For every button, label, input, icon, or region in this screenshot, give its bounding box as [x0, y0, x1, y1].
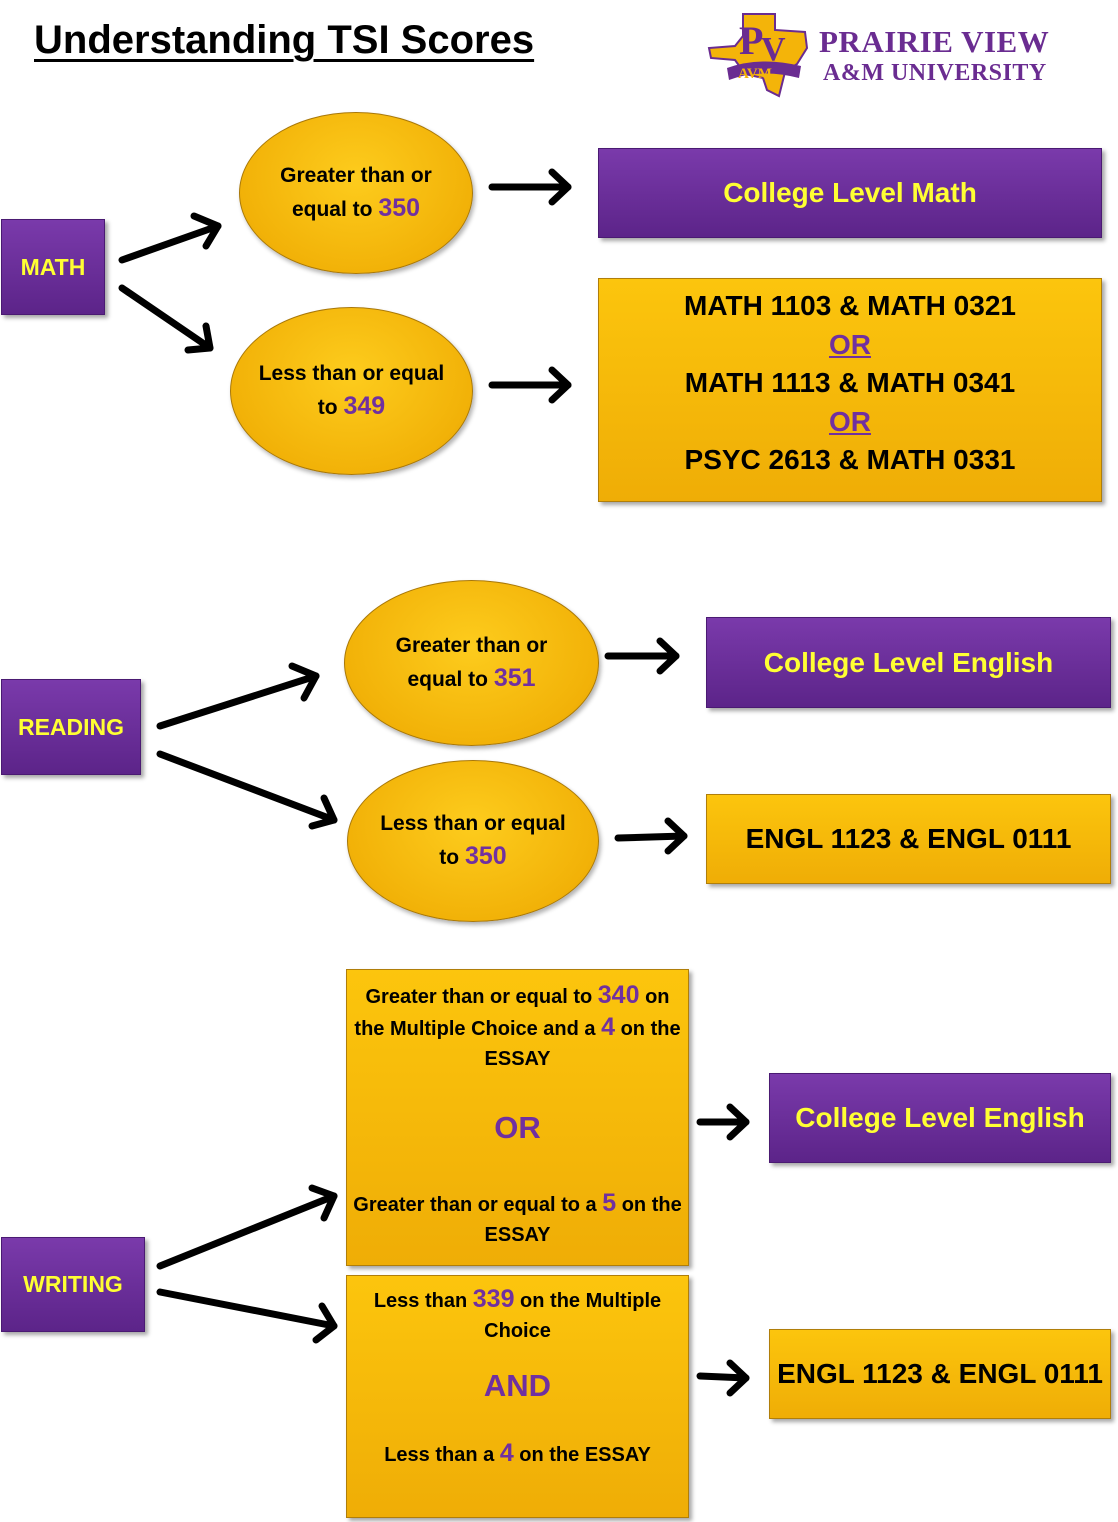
writing-low-condition-a: Less than 339 on the Multiple Choice — [373, 1285, 662, 1342]
writing-high-condition-a: Greater than or equal to 340 on the Mult… — [354, 981, 681, 1070]
math-label-box: MATH — [1, 219, 105, 315]
arrow-math-high — [118, 212, 222, 264]
math-low-ellipse: Less than or equal to 349 — [230, 307, 473, 475]
math-or-1: OR — [829, 328, 871, 360]
university-logo: P V AVM PRAIRIE VIEW A&M UNIVERSITY — [705, 8, 1065, 104]
math-or-2: OR — [829, 405, 871, 437]
page-title: Understanding TSI Scores — [34, 18, 535, 62]
math-label: MATH — [20, 253, 86, 280]
math-high-result: College Level Math — [723, 177, 977, 208]
logo-name-line2: A&M UNIVERSITY — [823, 60, 1047, 86]
reading-high-result: College Level English — [763, 646, 1054, 678]
writing-label-box: WRITING — [1, 1237, 145, 1332]
reading-low-text: Less than or equal to — [380, 812, 566, 869]
arrow-writing-low — [156, 1288, 338, 1344]
math-high-score: 350 — [378, 194, 421, 222]
logo-name-line1: PRAIRIE VIEW — [819, 24, 1050, 59]
writing-label: WRITING — [23, 1271, 123, 1297]
writing-high-essay-score-a: 4 — [601, 1013, 616, 1041]
svg-text:AVM: AVM — [738, 66, 772, 82]
arrow-math-low — [118, 284, 214, 354]
writing-high-result-box: College Level English — [769, 1073, 1111, 1163]
reading-high-result-box: College Level English — [706, 617, 1111, 708]
pvamu-seal-icon: P V AVM — [707, 13, 809, 98]
reading-low-result: ENGL 1123 & ENGL 0111 — [745, 823, 1072, 854]
arrow-reading-low-result — [614, 817, 688, 855]
math-low-result-box: MATH 1103 & MATH 0321 OR MATH 1113 & MAT… — [598, 278, 1102, 502]
arrow-math-high-result — [488, 168, 572, 206]
reading-low-result-box: ENGL 1123 & ENGL 0111 — [706, 794, 1111, 884]
writing-low-result: ENGL 1123 & ENGL 0111 — [777, 1358, 1103, 1389]
math-high-ellipse: Greater than or equal to 350 — [239, 112, 473, 274]
writing-low-mc-score: 339 — [472, 1285, 515, 1313]
writing-low-and: AND — [483, 1368, 552, 1403]
reading-high-score: 351 — [493, 664, 536, 692]
reading-low-score: 350 — [464, 842, 507, 870]
reading-label-box: READING — [1, 679, 141, 775]
writing-high-or: OR — [494, 1110, 541, 1145]
writing-low-condition-b: Less than a 4 on the ESSAY — [384, 1439, 651, 1467]
writing-high-essay-score-b: 5 — [602, 1189, 617, 1217]
math-course-3: PSYC 2613 & MATH 0331 — [684, 444, 1016, 475]
writing-high-condition-b: Greater than or equal to a 5 on the ESSA… — [353, 1189, 682, 1246]
reading-high-text: Greater than or equal to — [395, 634, 548, 691]
math-low-text: Less than or equal to — [258, 362, 445, 419]
arrow-writing-high-result — [696, 1103, 750, 1141]
math-high-text: Greater than or equal to — [280, 164, 432, 221]
arrow-math-low-result — [488, 366, 572, 404]
arrow-writing-low-result — [696, 1359, 750, 1397]
math-low-score: 349 — [343, 392, 386, 420]
writing-high-mc-score: 340 — [597, 981, 640, 1009]
reading-high-ellipse: Greater than or equal to 351 — [344, 580, 599, 746]
arrow-reading-high — [156, 662, 320, 730]
reading-low-ellipse: Less than or equal to 350 — [347, 760, 599, 922]
arrow-reading-high-result — [604, 637, 680, 675]
writing-high-criteria-box: Greater than or equal to 340 on the Mult… — [346, 969, 689, 1266]
writing-low-essay-score: 4 — [499, 1439, 514, 1467]
arrow-reading-low — [156, 750, 338, 830]
writing-low-criteria-box: Less than 339 on the Multiple Choice AND… — [346, 1275, 689, 1518]
math-course-2: MATH 1113 & MATH 0341 — [684, 367, 1016, 398]
writing-low-result-box: ENGL 1123 & ENGL 0111 — [769, 1329, 1111, 1419]
svg-text:P: P — [739, 18, 763, 63]
math-high-result-box: College Level Math — [598, 148, 1102, 238]
arrow-writing-high — [156, 1184, 338, 1270]
writing-high-result: College Level English — [795, 1102, 1085, 1133]
math-course-1: MATH 1103 & MATH 0321 — [684, 290, 1016, 321]
reading-label: READING — [17, 713, 125, 740]
